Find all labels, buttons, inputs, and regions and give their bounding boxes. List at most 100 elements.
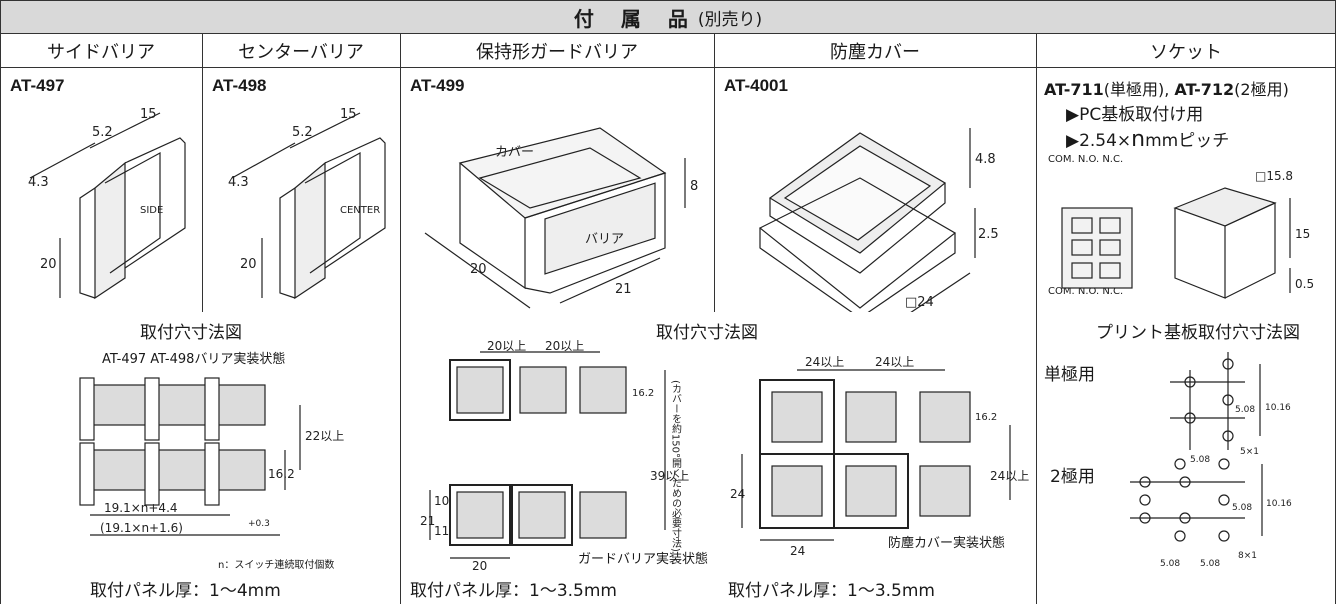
single-dim-b: 10.16 xyxy=(1265,403,1291,413)
left-panel-thickness: 取付パネル厚：1～4mm xyxy=(90,581,281,601)
divider-2 xyxy=(400,34,401,604)
side-model: AT-497 xyxy=(10,76,65,95)
side-dim-4-3: 4.3 xyxy=(28,175,49,190)
socket-bullet-2-n: n xyxy=(1131,127,1146,152)
header-subtitle: (別売り) xyxy=(697,9,763,30)
left-dim-22: 22以上 xyxy=(305,429,344,443)
double-dim-e: 8×1 xyxy=(1238,551,1257,561)
single-dim-c: 5.08 xyxy=(1235,405,1255,415)
column-center-barrier: センターバリア xyxy=(202,34,400,68)
pcb-single-drawing xyxy=(1170,352,1261,450)
single-pole-label: 単極用 xyxy=(1044,365,1095,385)
divider-1 xyxy=(202,34,203,312)
dust-dim-e: 24 xyxy=(730,487,745,501)
socket-bullet-2-suffix: mmピッチ xyxy=(1145,131,1230,151)
guard-dim-c: 16.2 xyxy=(632,388,654,399)
double-pole-label: 2極用 xyxy=(1050,467,1095,487)
guard-cover-label: カバー xyxy=(495,145,534,160)
single-dim-a: 5.08 xyxy=(1190,455,1210,465)
dust-dim-24: □24 xyxy=(905,295,934,310)
socket-dim-15: 15 xyxy=(1295,227,1310,241)
socket-dim-0-5: 0.5 xyxy=(1295,277,1314,291)
center-barrier-drawing xyxy=(231,112,386,300)
header-title: 付 属 品 xyxy=(573,6,698,31)
column-socket: ソケット xyxy=(1036,34,1336,68)
center-side-text: CENTER xyxy=(340,205,380,216)
guard-mount-drawing xyxy=(429,351,666,559)
product-illustrations: 5.2 15 4.3 20 5.2 15 4.3 20 SIDE CENTER … xyxy=(28,107,1314,312)
center-dim-5-2: 5.2 xyxy=(292,125,313,140)
left-dim-w2: (19.1×n+1.6) xyxy=(100,521,183,535)
left-mount-title: 取付穴寸法図 xyxy=(140,323,242,343)
dust-panel-thickness: 取付パネル厚：1～3.5mm xyxy=(728,581,935,601)
guard-dim-b: 20以上 xyxy=(545,340,584,353)
pcb-title: プリント基板取付穴寸法図 xyxy=(1096,323,1300,343)
dust-mount-label: 防塵カバー実装状態 xyxy=(888,536,1006,551)
mounting-diagrams: 22以上 16.2 19.1×n+4.4 (19.1×n+1.6) +0.3 2… xyxy=(79,340,1292,573)
dust-dim-c: 16.2 xyxy=(975,412,997,423)
guard-model: AT-499 xyxy=(410,76,465,95)
column-dust-cover: 防塵カバー xyxy=(714,34,1036,68)
dust-dim-d: 24以上 xyxy=(990,469,1029,483)
center-model: AT-498 xyxy=(212,76,267,95)
guard-dim-20: 20 xyxy=(470,262,487,277)
socket-model-a: AT-711 xyxy=(1044,80,1104,99)
center-dim-15: 15 xyxy=(340,107,357,122)
pcb-double-drawing xyxy=(1130,458,1263,542)
double-dim-a: 5.08 xyxy=(1160,559,1180,569)
table-header: 付 属 品 (別売り) xyxy=(0,0,1336,34)
column-side-barrier: サイドバリア xyxy=(0,34,202,68)
socket-pins-bottom: COM. N.O. N.C. xyxy=(1048,286,1124,297)
center-dim-4-3: 4.3 xyxy=(228,175,249,190)
guard-barrier-label: バリア xyxy=(585,232,624,247)
guard-barrier-drawing xyxy=(424,127,686,309)
mid-mount-title: 取付穴寸法図 xyxy=(656,323,758,343)
guard-panel-thickness: 取付パネル厚：1～3.5mm xyxy=(410,581,617,601)
guard-dim-a: 20以上 xyxy=(487,340,526,353)
left-dim-w1: 19.1×n+4.4 xyxy=(104,501,178,515)
left-dim-w2-tol: +0.3 xyxy=(248,519,270,529)
dust-dim-a: 24以上 xyxy=(805,355,844,369)
guard-dim-h: 20 xyxy=(472,559,487,573)
guard-dim-f: 10 xyxy=(434,494,449,508)
left-mount-drawing xyxy=(79,377,301,536)
double-dim-c: 5.08 xyxy=(1232,503,1252,513)
guard-dim-note: (カバーを約150°開くための必要寸法) xyxy=(670,380,682,552)
side-barrier-drawing xyxy=(29,112,186,300)
dust-cover-drawing xyxy=(758,128,976,312)
guard-mount-label: ガードバリア実装状態 xyxy=(578,552,709,567)
side-side-text: SIDE xyxy=(140,205,163,216)
dust-model: AT-4001 xyxy=(724,76,788,95)
divider-3 xyxy=(714,34,715,312)
dust-dim-4-8: 4.8 xyxy=(975,152,996,167)
socket-model-a-note: (単極用), xyxy=(1103,80,1170,99)
socket-bullet-2-prefix: ▶2.54× xyxy=(1066,131,1132,151)
socket-pins-top: COM. N.O. N.C. xyxy=(1048,154,1124,165)
socket-dim-15-8: □15.8 xyxy=(1255,169,1293,183)
socket-models: AT-711(単極用), AT-712(2極用) xyxy=(1044,76,1289,100)
left-footnote: n：スイッチ連続取付個数 xyxy=(218,560,335,571)
guard-dim-8: 8 xyxy=(690,179,698,194)
side-dim-15: 15 xyxy=(140,107,157,122)
side-dim-20: 20 xyxy=(40,257,57,272)
double-dim-d: 5.08 xyxy=(1200,559,1220,569)
guard-dim-e: 21 xyxy=(420,514,435,528)
socket-bullet-2: ▶2.54×nmmピッチ xyxy=(1066,126,1229,152)
guard-dim-g: 11 xyxy=(434,524,449,538)
border-left xyxy=(0,0,1,604)
divider-4 xyxy=(1036,34,1037,604)
dust-dim-2-5: 2.5 xyxy=(978,227,999,242)
double-dim-b: 10.16 xyxy=(1266,499,1292,509)
center-dim-20: 20 xyxy=(240,257,257,272)
socket-bullet-1: ▶PC基板取付け用 xyxy=(1066,105,1204,125)
dust-dim-b: 24以上 xyxy=(875,355,914,369)
guard-dim-21: 21 xyxy=(615,282,632,297)
left-mount-note: AT-497 AT-498バリア実装状態 xyxy=(102,352,286,367)
socket-model-b-note: (2極用) xyxy=(1234,80,1289,99)
socket-model-b: AT-712 xyxy=(1174,80,1235,99)
single-dim-d: 5×1 xyxy=(1240,447,1259,457)
left-dim-16-2: 16.2 xyxy=(268,467,295,481)
column-guard-barrier: 保持形ガードバリア xyxy=(400,34,714,68)
socket-drawing xyxy=(1061,187,1291,299)
